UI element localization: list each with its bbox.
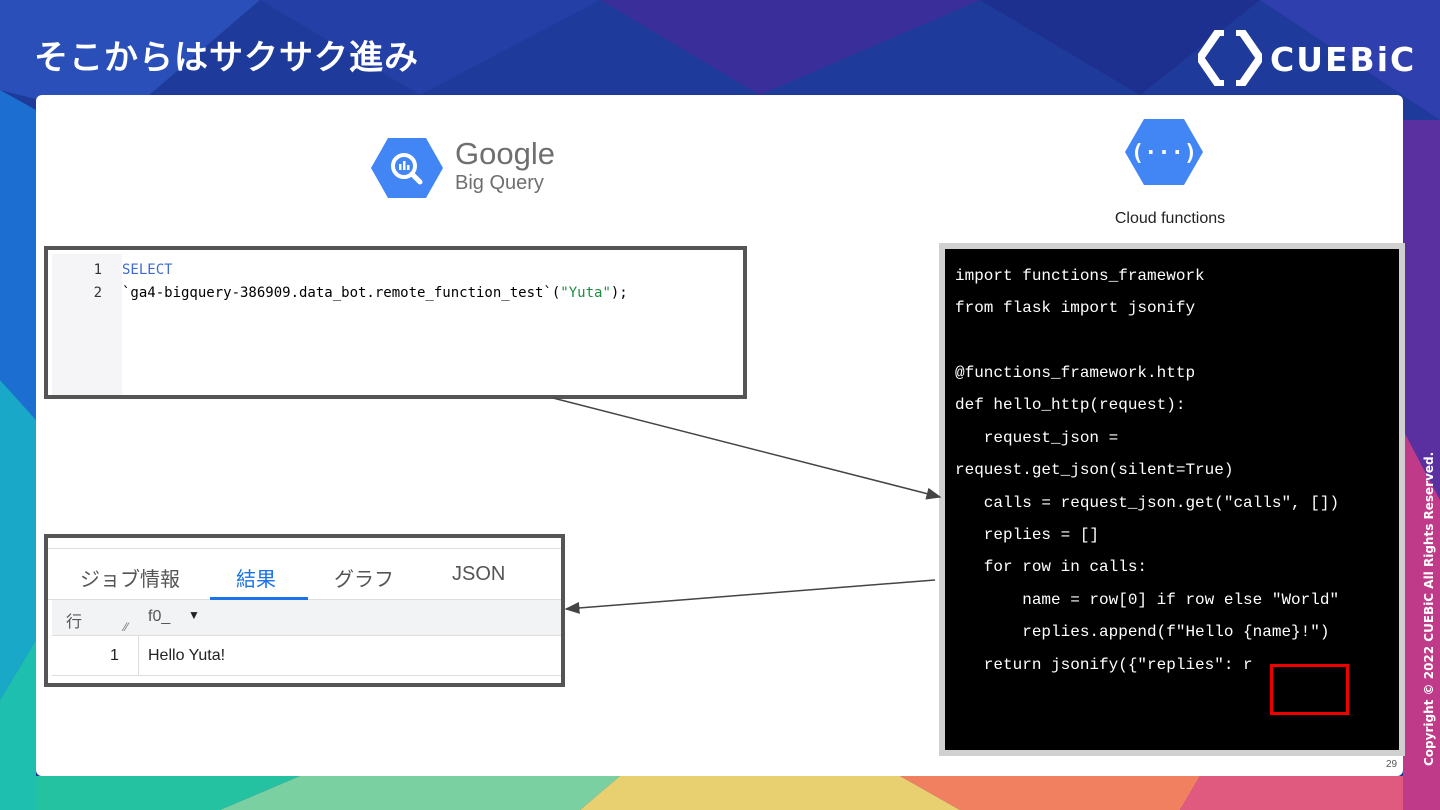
page-number: 29 bbox=[1386, 759, 1398, 770]
column-divider bbox=[138, 636, 139, 676]
bigquery-logo: Google Big Query bbox=[370, 136, 570, 200]
code-line: replies.append(f"Hello {name}!") bbox=[955, 623, 1330, 641]
cloud-functions-label: Cloud functions bbox=[1114, 210, 1226, 227]
tab-results[interactable]: 結果 bbox=[236, 569, 276, 591]
sql-line: 2 `ga4-bigquery-386909.data_bot.remote_f… bbox=[48, 285, 743, 307]
code-line: replies = [] bbox=[955, 526, 1100, 544]
column-header-row: 行 bbox=[66, 614, 83, 631]
column-header-f0[interactable]: f0_ bbox=[148, 608, 171, 625]
tab-graph[interactable]: グラフ bbox=[334, 569, 394, 591]
cloud-functions-icon: (···) bbox=[1125, 119, 1203, 185]
code-line: from flask import jsonify bbox=[955, 299, 1196, 317]
code-line: calls = request_json.get("calls", []) bbox=[955, 494, 1340, 512]
code-line: @functions_framework.http bbox=[955, 364, 1196, 382]
code-line: def hello_http(request): bbox=[955, 396, 1186, 414]
sql-keyword: SELECT bbox=[122, 262, 173, 278]
svg-text:(···): (···) bbox=[1131, 141, 1197, 166]
copyright-notice: Copyright © 2022 CUEBiC All Rights Reser… bbox=[1422, 451, 1436, 766]
sql-editor[interactable]: 1 SELECT 2 `ga4-bigquery-386909.data_bot… bbox=[44, 246, 747, 399]
code-line: for row in calls: bbox=[955, 558, 1148, 576]
table-row: 1 Hello Yuta! bbox=[52, 636, 561, 676]
tab-json[interactable]: JSON bbox=[452, 563, 506, 585]
sql-tail: ); bbox=[610, 285, 628, 301]
python-code-panel: import functions_framework from flask im… bbox=[939, 243, 1405, 756]
cuebic-logo: CUEBiC bbox=[1198, 30, 1414, 86]
cuebic-hexagon-icon bbox=[1198, 30, 1262, 86]
sql-string-literal: "Yuta" bbox=[560, 285, 611, 301]
sort-dropdown-icon[interactable]: ▼ bbox=[188, 608, 200, 622]
line-number: 1 bbox=[93, 262, 102, 278]
row-number: 1 bbox=[110, 647, 119, 664]
line-number-gutter bbox=[52, 254, 122, 395]
code-line: name = row[0] if row else "World" bbox=[955, 591, 1340, 609]
query-results-panel: ジョブ情報 結果 グラフ JSON 行 ⁄⁄ f0_ ▼ 1 Hello Yut… bbox=[44, 534, 565, 687]
result-cell: Hello Yuta! bbox=[148, 647, 226, 664]
results-header-row: 行 ⁄⁄ f0_ ▼ bbox=[52, 600, 561, 636]
sql-code: `ga4-bigquery-386909.data_bot.remote_fun… bbox=[122, 285, 628, 301]
highlight-box bbox=[1270, 664, 1349, 715]
code-line: import functions_framework bbox=[955, 267, 1205, 285]
bigquery-logo-google: Google bbox=[455, 136, 555, 171]
slide-title: そこからはサクサク進み bbox=[34, 38, 419, 78]
bigquery-logo-product: Big Query bbox=[455, 172, 544, 194]
code-line: request_json = bbox=[955, 429, 1119, 447]
sql-function-call: `ga4-bigquery-386909.data_bot.remote_fun… bbox=[122, 285, 561, 301]
code-line: return jsonify({"replies": r bbox=[955, 656, 1253, 674]
results-tabs: ジョブ情報 結果 グラフ JSON bbox=[48, 548, 561, 600]
bigquery-icon bbox=[371, 138, 443, 198]
sql-line: 1 SELECT bbox=[48, 262, 743, 284]
resize-handle-icon[interactable]: ⁄⁄ bbox=[124, 620, 129, 634]
code-line: request.get_json(silent=True) bbox=[955, 461, 1234, 479]
active-tab-indicator bbox=[210, 597, 308, 600]
brand-name: CUEBiC bbox=[1270, 40, 1417, 79]
tab-job-info[interactable]: ジョブ情報 bbox=[80, 569, 180, 591]
line-number: 2 bbox=[93, 285, 102, 301]
